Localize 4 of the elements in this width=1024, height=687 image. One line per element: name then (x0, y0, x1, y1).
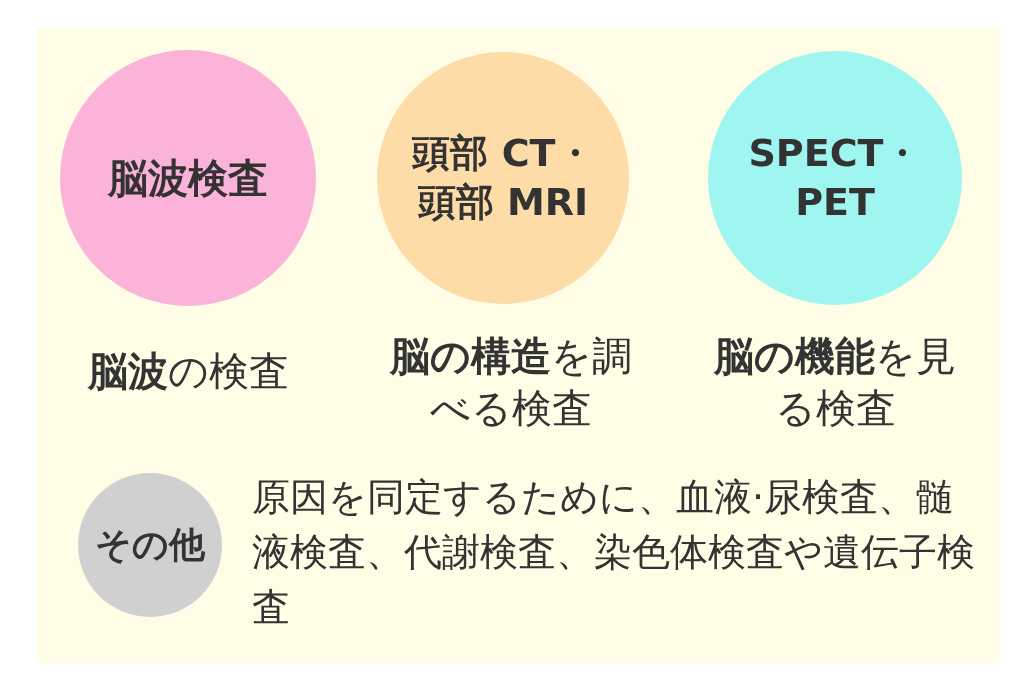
caption-text: 脳波の検査 (86, 347, 290, 396)
caption-text: 原因を同定するために、血液·尿検査、髄液検査、代謝検査、染色体検査や遺伝子検査 (252, 474, 976, 632)
caption-text: 脳の構造を調べる検査 (388, 332, 633, 433)
caption-text: 脳の機能を見る検査 (712, 332, 957, 433)
